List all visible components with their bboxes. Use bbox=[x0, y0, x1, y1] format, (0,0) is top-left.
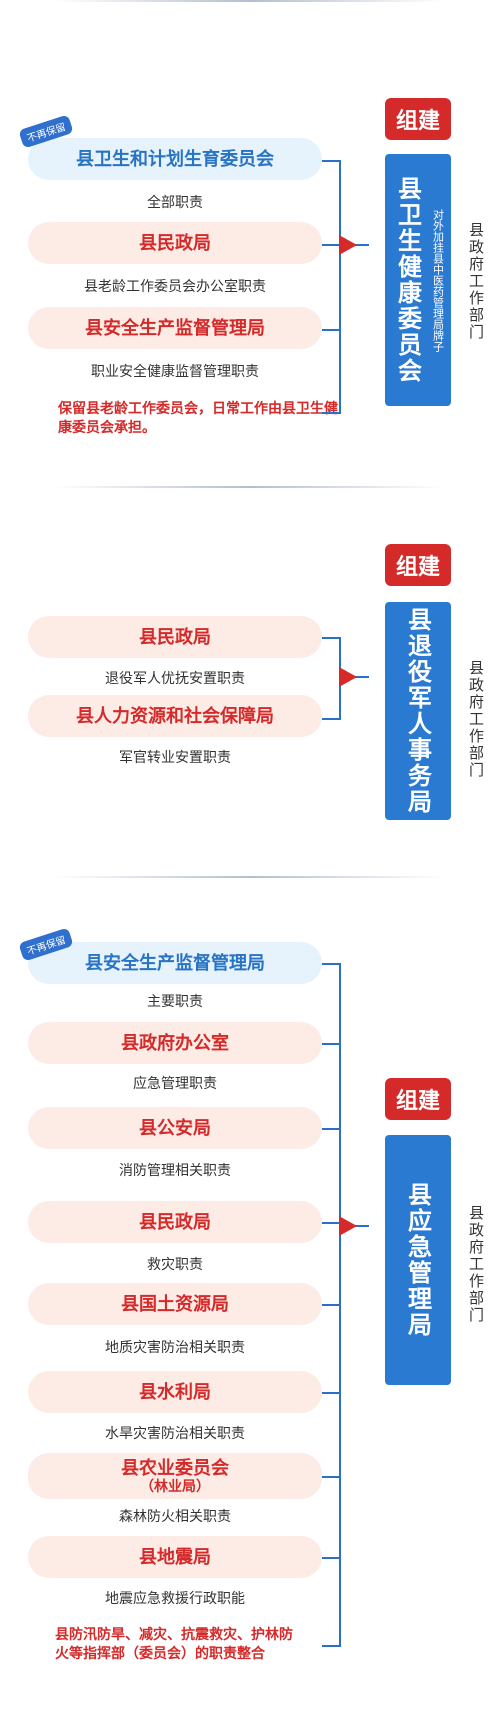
source-dept-government-office: 县政府办公室 bbox=[28, 1022, 322, 1064]
bracket-tick bbox=[322, 1222, 339, 1224]
bracket-tick bbox=[322, 1557, 339, 1559]
source-desc: 消防管理相关职责 bbox=[119, 1163, 231, 1179]
source-dept-land-resources: 县国土资源局 bbox=[28, 1283, 322, 1325]
build-badge: 组建 bbox=[385, 98, 451, 140]
bracket-tick bbox=[322, 1392, 339, 1394]
merge-arrow-icon bbox=[339, 667, 357, 687]
source-desc: 水旱灾害防治相关职责 bbox=[105, 1426, 245, 1442]
source-desc: 主要职责 bbox=[147, 994, 203, 1010]
merge-arrow-icon bbox=[339, 235, 357, 255]
target-dept-name: 县应急管理局 bbox=[403, 1182, 432, 1338]
source-desc: 职业安全健康监督管理职责 bbox=[91, 364, 259, 380]
section-divider bbox=[55, 876, 445, 878]
bracket-tick bbox=[322, 1304, 339, 1306]
section-divider bbox=[55, 486, 445, 488]
source-dept-agriculture: 县农业委员会 （林业局） bbox=[28, 1453, 322, 1499]
target-dept-subtitle: 对外加挂县中医药管理局牌子 bbox=[431, 208, 445, 352]
source-desc: 应急管理职责 bbox=[133, 1076, 217, 1092]
retention-note: 保留县老龄工作委员会，日常工作由县卫生健康委员会承担。 bbox=[58, 401, 338, 436]
source-dept-civil-affairs: 县民政局 bbox=[28, 1201, 322, 1243]
target-dept-name: 县退役军人事务局 bbox=[403, 607, 432, 815]
dept-type-label: 县政府工作部门 bbox=[467, 1205, 485, 1324]
merge-arrow-icon bbox=[339, 1216, 357, 1236]
source-desc: 退役军人优抚安置职责 bbox=[105, 671, 245, 687]
source-desc: 县老龄工作委员会办公室职责 bbox=[84, 279, 266, 295]
source-desc: 军官转业安置职责 bbox=[119, 750, 231, 766]
source-dept-civil-affairs: 县民政局 bbox=[28, 222, 322, 264]
dept-type-label: 县政府工作部门 bbox=[467, 222, 485, 341]
target-dept-box: 县退役军人事务局 bbox=[385, 602, 451, 820]
source-dept-work-safety: 县安全生产监督管理局 bbox=[28, 307, 322, 349]
bracket-tick bbox=[322, 1043, 339, 1045]
source-dept-human-resources: 县人力资源和社会保障局 bbox=[28, 695, 322, 737]
merge-bracket bbox=[322, 160, 341, 414]
target-dept-name: 县卫生健康委员会 bbox=[393, 176, 422, 384]
dept-alias: （林业局） bbox=[140, 1478, 210, 1495]
target-dept-box: 县应急管理局 bbox=[385, 1135, 451, 1385]
bracket-tick bbox=[322, 329, 339, 331]
bracket-tick bbox=[322, 1476, 339, 1478]
source-desc: 森林防火相关职责 bbox=[119, 1509, 231, 1525]
dept-type-label: 县政府工作部门 bbox=[467, 660, 485, 779]
source-desc: 全部职责 bbox=[147, 195, 203, 211]
source-dept-public-security: 县公安局 bbox=[28, 1107, 322, 1149]
source-dept-civil-affairs: 县民政局 bbox=[28, 616, 322, 658]
bracket-tick bbox=[322, 244, 339, 246]
source-dept-earthquake: 县地震局 bbox=[28, 1536, 322, 1578]
merge-bracket bbox=[322, 963, 341, 1647]
source-dept-water-resources: 县水利局 bbox=[28, 1371, 322, 1413]
bracket-tick bbox=[322, 1128, 339, 1130]
source-dept-work-safety: 县安全生产监督管理局 bbox=[28, 942, 322, 984]
top-divider bbox=[55, 0, 445, 2]
source-dept-health-family-planning: 县卫生和计划生育委员会 bbox=[28, 138, 322, 180]
integration-note: 县防汛防旱、减灾、抗震救灾、护林防火等指挥部（委员会）的职责整合 bbox=[55, 1627, 293, 1662]
build-badge: 组建 bbox=[385, 544, 451, 586]
source-desc: 地质灾害防治相关职责 bbox=[105, 1340, 245, 1356]
build-badge: 组建 bbox=[385, 1078, 451, 1120]
target-dept-box: 县卫生健康委员会 对外加挂县中医药管理局牌子 bbox=[385, 154, 451, 406]
source-desc: 救灾职责 bbox=[147, 1257, 203, 1273]
source-desc: 地震应急救援行政职能 bbox=[105, 1591, 245, 1607]
